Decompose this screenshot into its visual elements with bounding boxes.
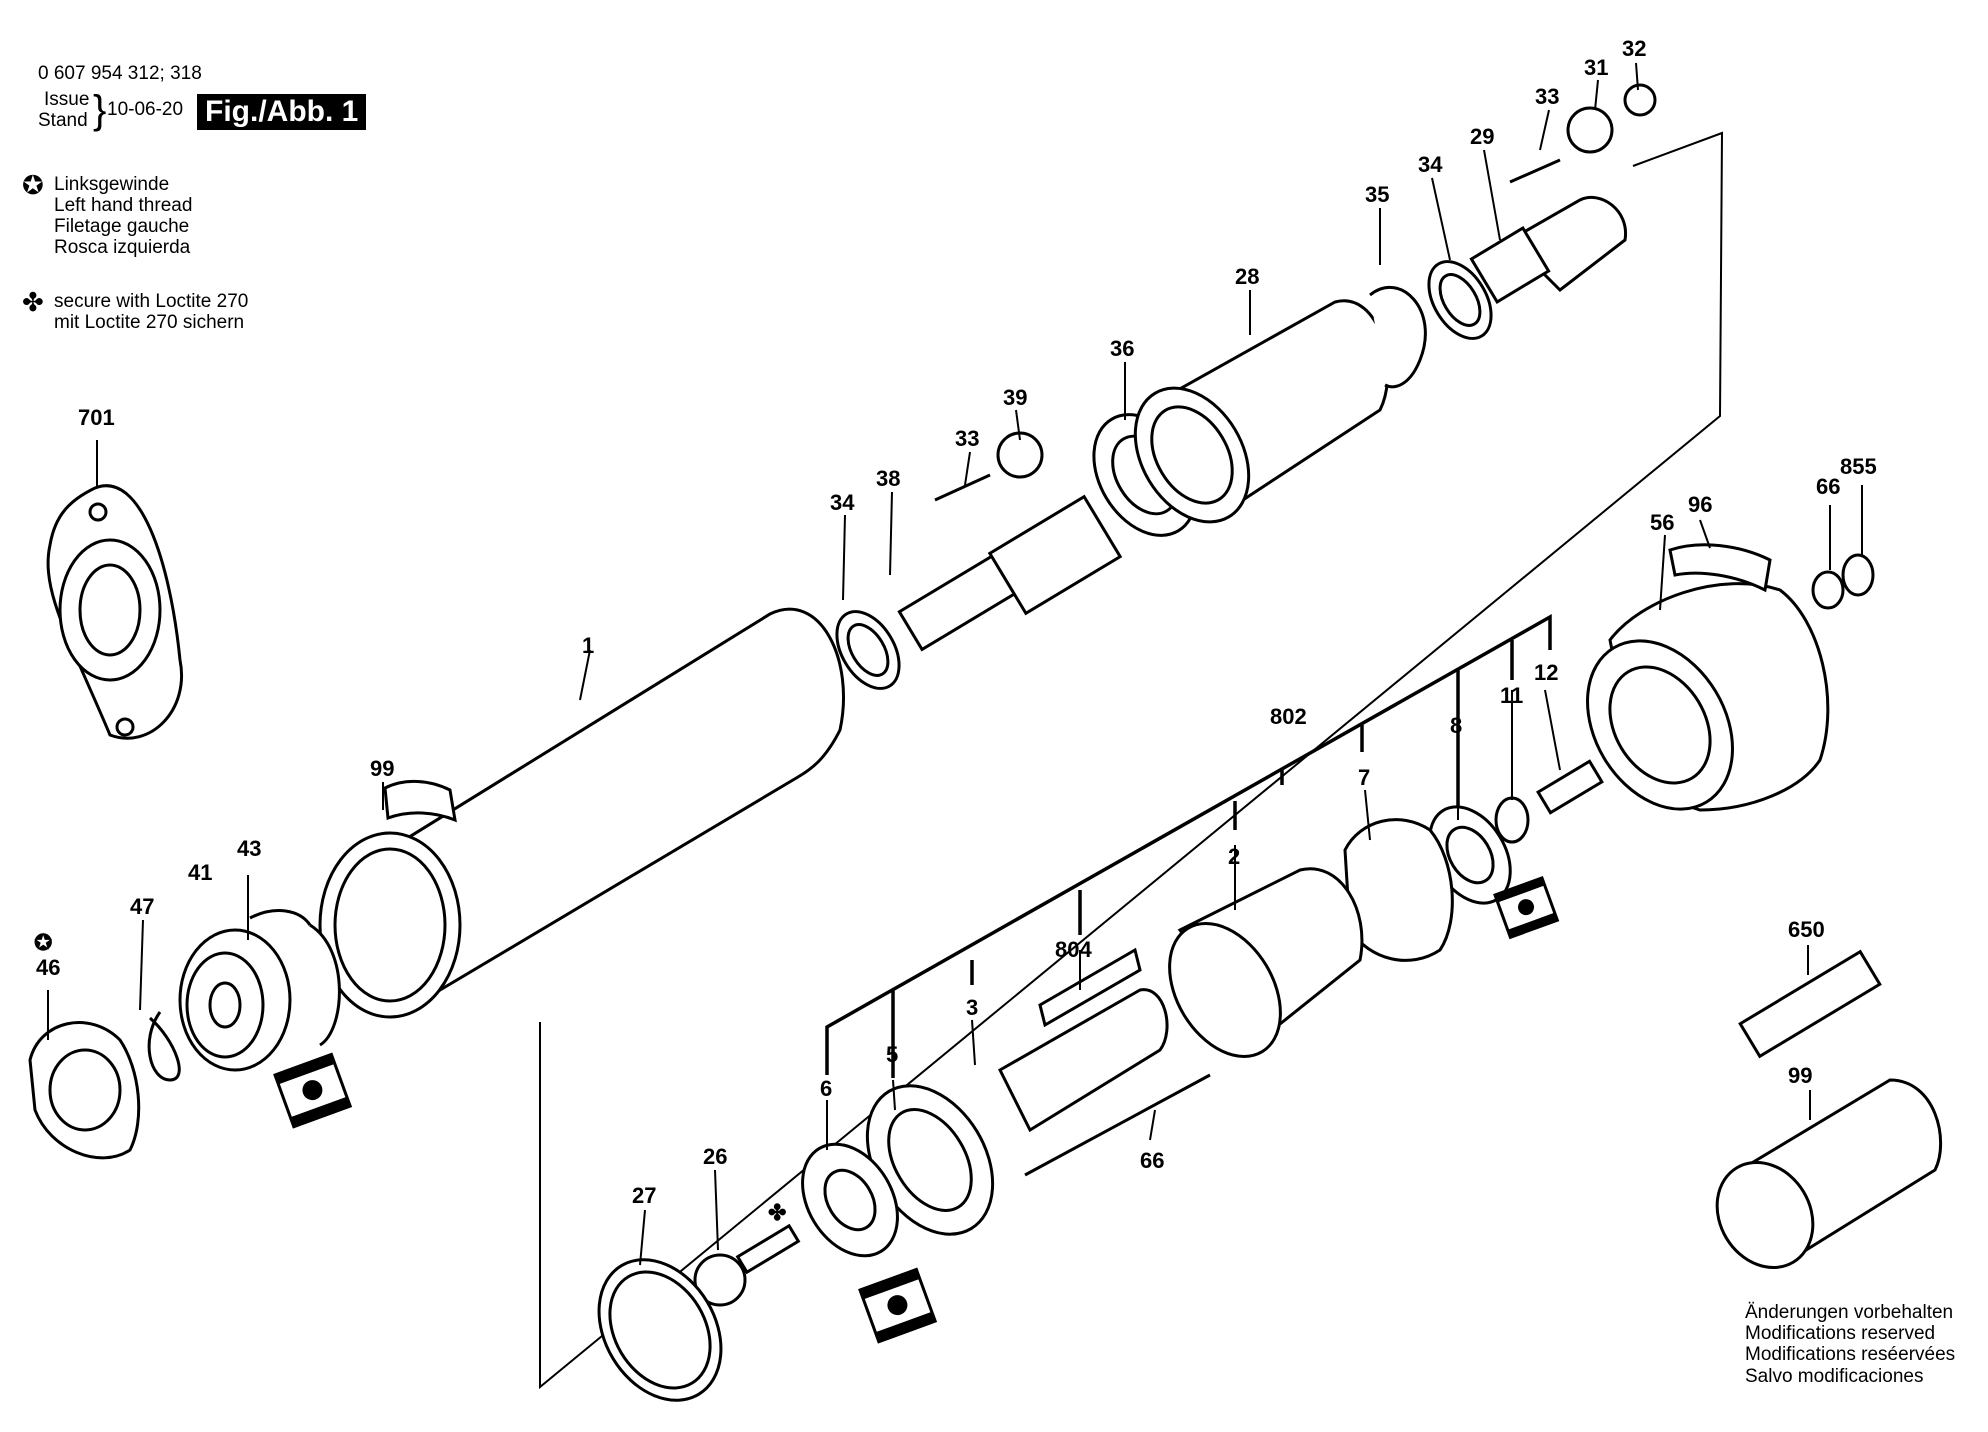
callout-29: 29 [1470,124,1494,149]
issue-label: Issue [44,89,90,110]
callout-651: 650 [1788,917,1825,942]
callout-26-symbol: ✤ [768,1200,786,1225]
callout-38: 38 [876,466,900,491]
callout-56: 56 [1650,510,1674,535]
part-33-pin-upper [934,473,991,502]
part-28-cylinder [1133,299,1390,524]
press-fit-icon [273,875,1560,1344]
part-numbers: 0 607 954 312; 318 [38,63,202,84]
part-46-nut [28,1021,141,1160]
callout-32: 32 [1622,36,1646,61]
figure-label: Fig./Abb. 1 [197,94,367,130]
part-47-retaining-ring [147,1011,181,1082]
callout-46: 46 [36,955,60,980]
callout-36: 36 [1110,336,1134,361]
callout-99: 99 [370,756,394,781]
callout-66: 66 [1140,1148,1164,1173]
legend-line-4: Rosca izquierda [54,237,191,258]
leader-lines [47,62,1863,1266]
callout-26: 26 [703,1144,727,1169]
callout-34-right: 34 [1418,152,1443,177]
part-804-vane [1038,947,1142,1028]
callout-60: 66 [1816,474,1840,499]
part-34-washer [835,610,901,690]
callout-41: 41 [188,860,212,885]
callout-2: 2 [1228,844,1240,869]
callout-855: 855 [1840,454,1877,479]
part-7-end-plate [1343,818,1454,962]
callout-701: 701 [78,405,115,430]
part-651-nipple [1738,949,1882,1059]
callout-6: 6 [820,1076,832,1101]
part-34-washer-upper [1427,260,1493,340]
callout-3: 3 [966,995,978,1020]
part-43-retaining-ring [249,909,341,1047]
callout-27: 27 [632,1183,656,1208]
callout-11: 11 [1500,683,1523,708]
callout-39: 39 [1003,385,1027,410]
legend-line-2: Left hand thread [54,195,193,216]
left-hand-thread-icon: ✪ [22,170,44,200]
part-1-housing [318,607,845,1019]
callout-46-symbol: ✪ [34,930,53,955]
part-6-bearing [801,1142,899,1258]
callout-804: 804 [1055,937,1092,962]
part-56-end-cap [1586,582,1830,812]
callout-31: 31 [1584,55,1608,80]
part-38-shaft [897,494,1123,652]
callout-5: 5 [886,1042,898,1067]
callout-33-upper: 33 [955,426,979,451]
callout-8: 8 [1450,713,1462,738]
callout-43: 43 [237,836,261,861]
disclaimer-line-2: Modifications reserved [1745,1323,1936,1344]
part-5-end-plate [865,1084,995,1236]
brace: } [93,88,107,132]
part-3-rotor [998,988,1169,1133]
callout-47: 47 [130,894,154,919]
callout-96: 96 [1688,492,1712,517]
callout-802: 802 [1270,704,1307,729]
callout-1: 1 [582,633,594,658]
stand-label: Stand [38,110,88,131]
part-2-cylinder [1168,867,1364,1058]
part-35-ring [1369,285,1427,389]
callout-34-left: 34 [830,490,855,515]
callout-35: 35 [1365,182,1389,207]
part-31-gear [1566,106,1614,154]
callout-33-top: 33 [1535,84,1559,109]
loctite-line-1: secure with Loctite 270 [54,291,249,312]
loctite-line-2: mit Loctite 270 sichern [54,312,245,333]
part-41-bearing [178,928,292,1072]
assembly-frame-lines [539,131,1724,1390]
part-29-pinion-carrier [1469,195,1627,304]
callout-28: 28 [1235,264,1259,289]
part-27-shim [597,1258,723,1402]
loctite-icon: ✤ [22,287,44,317]
legend-line-3: Filetage gauche [54,216,190,237]
part-12-screw [1536,759,1604,815]
callout-12: 12 [1534,660,1558,685]
callout-labels: 701 1 99 43 41 47 ✪ 46 34 38 33 39 36 28… [34,36,1877,1225]
callout-7: 7 [1358,765,1370,790]
part-60-filter [1811,570,1845,610]
part-650-silencer [1715,1078,1943,1270]
part-96-label [1668,543,1772,593]
part-855-o-ring [1841,553,1875,597]
disclaimer-line-3: Modifications reséervées [1745,1344,1956,1365]
disclaimer-line-4: Salvo modificaciones [1745,1366,1924,1387]
part-32-gear [1623,83,1657,117]
disclaimer-line-1: Änderungen vorbehalten [1745,1302,1954,1323]
part-33-pin-top [1509,158,1561,184]
legend-line-1: Linksgewinde [54,174,170,195]
part-66-pin [1024,1073,1211,1177]
callout-650: 99 [1788,1063,1812,1088]
part-701-flange [46,484,183,740]
issue-date: 10-06-20 [107,99,184,120]
part-26-pinion [693,1223,801,1307]
